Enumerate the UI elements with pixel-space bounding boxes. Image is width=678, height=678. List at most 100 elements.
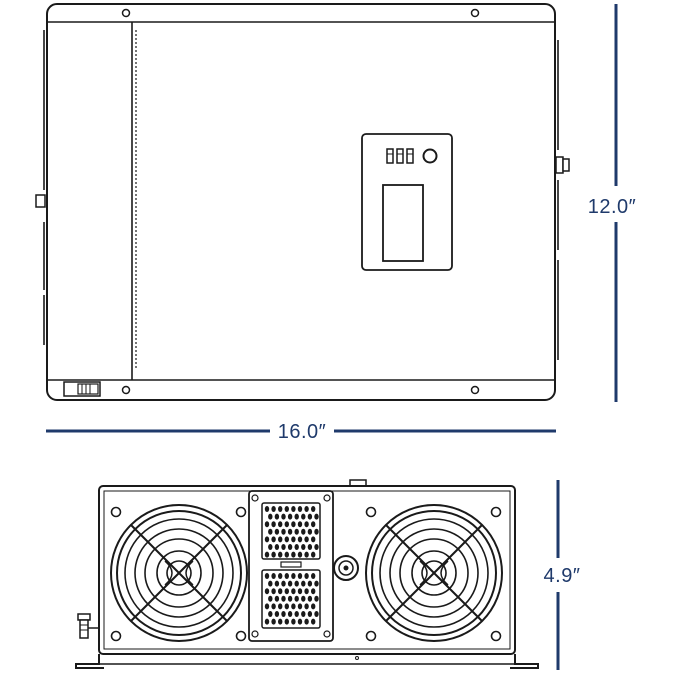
width-label: 16.0″	[278, 421, 327, 443]
vent-hole	[271, 536, 276, 543]
vent-hole	[284, 618, 289, 625]
vent-hole	[284, 573, 289, 579]
vent-hole	[281, 513, 286, 520]
vent-hole	[278, 603, 283, 610]
vent-hole	[278, 573, 283, 579]
power-button-icon	[422, 148, 438, 164]
vent-hole	[271, 603, 276, 610]
vent-hole	[281, 528, 286, 535]
vent-hole	[287, 528, 293, 535]
terminal-post-icon	[555, 156, 570, 174]
vent-hole	[301, 513, 306, 520]
vent-hole	[297, 603, 303, 610]
vent-hole	[291, 536, 296, 543]
fan-icon	[365, 504, 503, 642]
vent-hole	[307, 544, 313, 550]
vent-hole	[278, 506, 283, 512]
vent-hole	[278, 618, 283, 625]
height-label: 12.0″	[588, 196, 637, 218]
vent-hole	[301, 611, 306, 617]
vent-hole	[271, 506, 276, 512]
cable-connector-icon	[63, 381, 101, 397]
vent-hole	[294, 595, 299, 602]
vent-hole	[307, 580, 313, 587]
vent-hole	[274, 528, 280, 535]
vent-hole	[304, 618, 309, 625]
vent-hole	[297, 618, 303, 625]
fan-icon	[110, 504, 248, 642]
vent-hole	[304, 536, 309, 543]
vent-hole	[304, 521, 309, 528]
vent-hole	[284, 506, 289, 512]
vent-hole	[287, 580, 293, 587]
vent-hole	[314, 595, 319, 602]
vent-hole	[291, 588, 296, 595]
vent-hole	[301, 595, 306, 602]
control-panel	[361, 133, 453, 271]
vent-hole	[291, 521, 296, 528]
vent-hole	[301, 528, 306, 535]
vent-hole	[264, 506, 270, 512]
vent-hole	[284, 521, 289, 528]
vent-hole	[281, 611, 286, 617]
vent-hole	[301, 580, 306, 587]
vent-hole	[294, 544, 299, 550]
vent-hole	[268, 513, 273, 520]
vent-hole	[304, 603, 309, 610]
vent-hole	[268, 595, 273, 602]
vent-hole	[297, 551, 303, 558]
vent-hole	[274, 580, 280, 587]
vent-hole	[297, 506, 303, 512]
vent-hole	[264, 603, 270, 610]
vent-hole	[281, 580, 286, 587]
vent-hole	[311, 573, 316, 579]
vent-hole	[291, 551, 296, 558]
terminal-post-icon	[333, 555, 359, 581]
vent-hole	[271, 573, 276, 579]
vent-hole	[311, 536, 316, 543]
vent-hole	[311, 506, 316, 512]
vent-hole	[268, 544, 273, 550]
vent-hole	[304, 573, 309, 579]
vent-grille-icon	[248, 490, 334, 642]
vent-hole	[311, 603, 316, 610]
vent-hole	[284, 603, 289, 610]
vent-hole	[281, 544, 286, 550]
vent-hole	[314, 544, 319, 550]
vent-hole	[284, 551, 289, 558]
vent-hole	[297, 588, 303, 595]
vent-hole	[287, 544, 293, 550]
height-dimension: 12.0″	[588, 4, 637, 402]
terminal-post-icon	[77, 613, 99, 639]
top-view	[35, 3, 570, 401]
display-screen-icon	[382, 184, 424, 262]
vent-hole	[314, 528, 319, 535]
vent-hole	[294, 611, 299, 617]
vent-hole	[294, 528, 299, 535]
vent-hole	[271, 551, 276, 558]
vent-hole	[301, 544, 306, 550]
screw-hole-icon	[470, 8, 480, 18]
vent-hole	[264, 573, 270, 579]
vent-hole	[314, 513, 319, 520]
vent-hole	[291, 618, 296, 625]
vent-hole	[264, 521, 270, 528]
vent-hole	[314, 580, 319, 587]
vent-hole	[304, 588, 309, 595]
vent-hole	[297, 536, 303, 543]
vent-hole	[271, 588, 276, 595]
vent-hole	[311, 551, 316, 558]
vent-hole	[291, 506, 296, 512]
vent-hole	[264, 551, 270, 558]
vent-hole	[291, 573, 296, 579]
vent-hole	[311, 521, 316, 528]
vent-hole	[307, 595, 313, 602]
vent-hole	[307, 513, 313, 520]
rocker-switch-icon	[386, 148, 414, 164]
vent-hole	[278, 551, 283, 558]
screw-hole-icon	[470, 385, 480, 395]
vent-hole	[294, 580, 299, 587]
vent-hole	[281, 595, 286, 602]
vent-hole	[268, 611, 273, 617]
vent-hole	[284, 588, 289, 595]
